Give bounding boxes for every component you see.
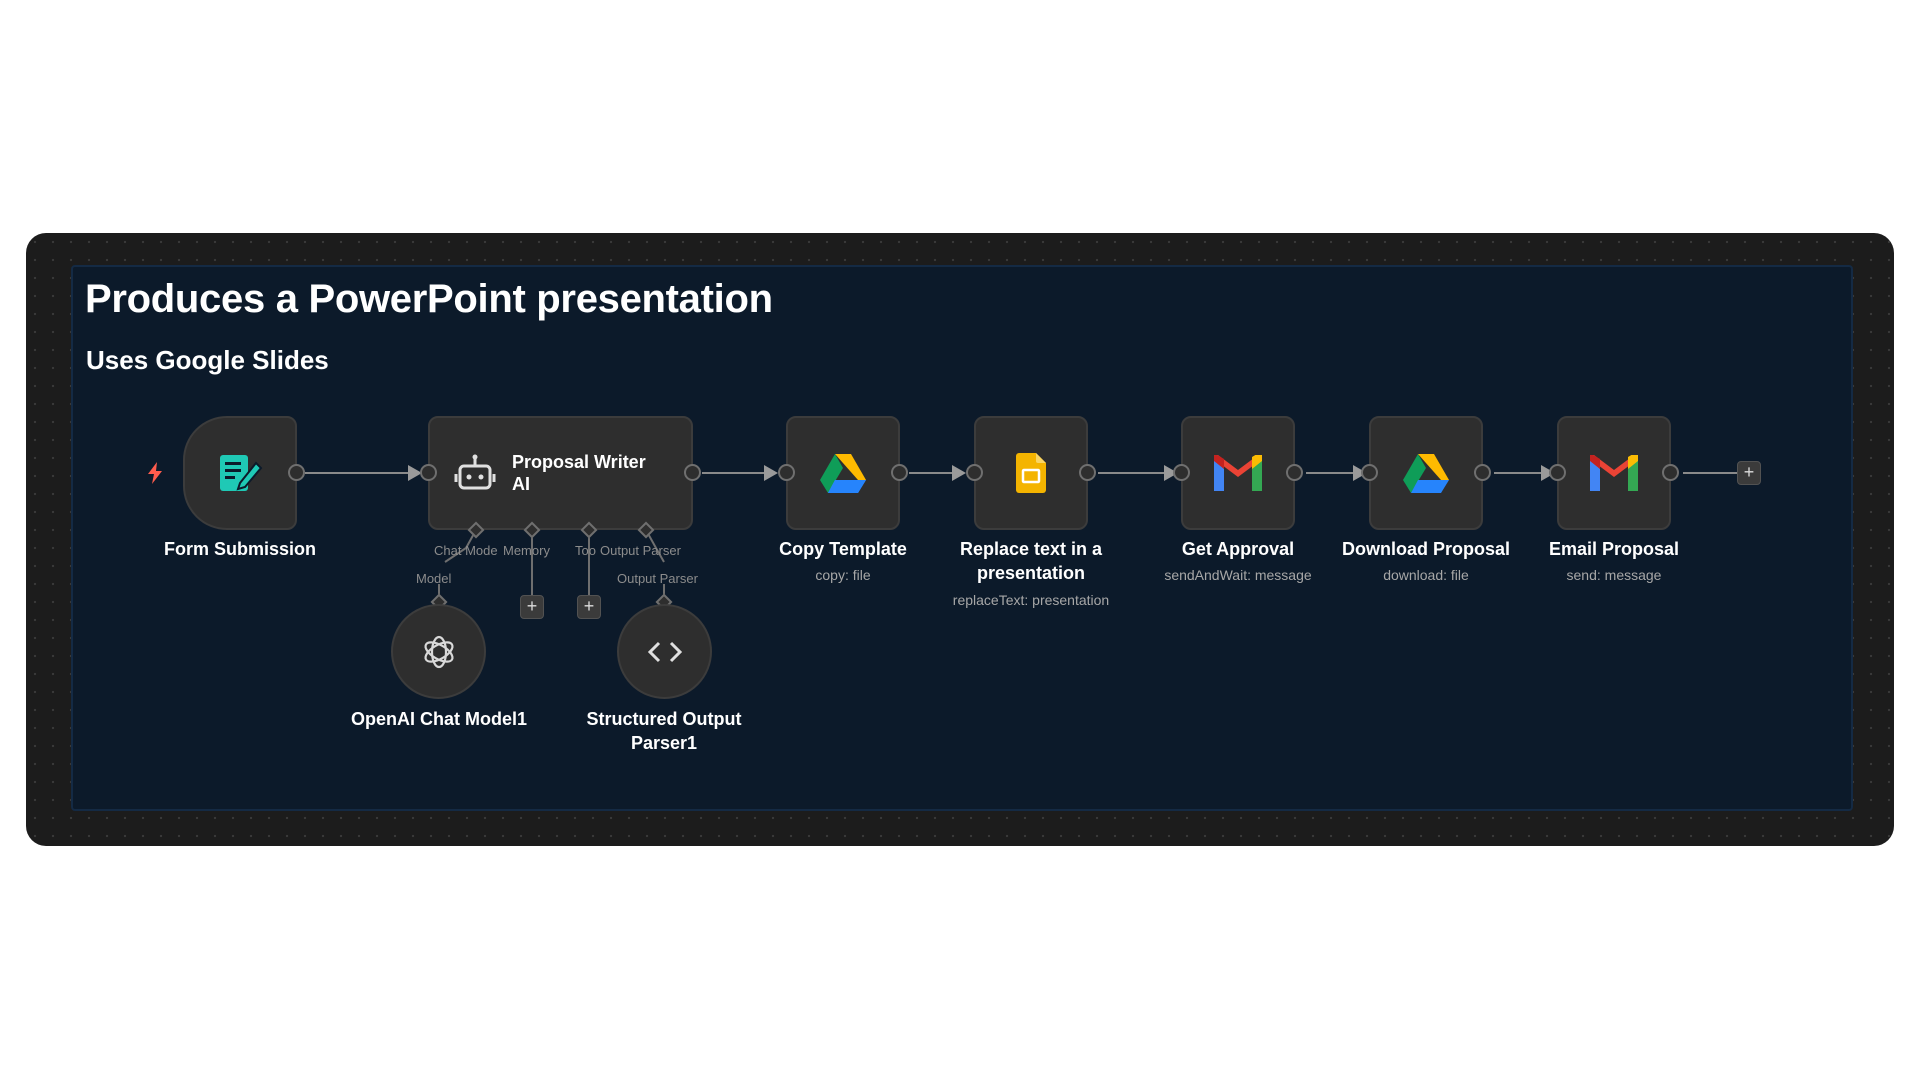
input-handle[interactable]	[1549, 464, 1566, 481]
email-proposal-sublabel: send: message	[1566, 567, 1662, 583]
add-node-button[interactable]: +	[1737, 461, 1761, 485]
replace-text-sublabel: replaceText: presentation	[952, 592, 1110, 608]
openai-chat-model-label: OpenAI Chat Model1	[350, 709, 527, 729]
get-approval-label: Get Approval	[1181, 539, 1295, 559]
tool-port-label: Too	[575, 543, 596, 558]
get-approval-node[interactable]	[1181, 416, 1295, 530]
output-handle[interactable]	[891, 464, 908, 481]
workflow-canvas[interactable]	[26, 233, 1894, 846]
openai-chat-model-node[interactable]	[391, 604, 486, 699]
openai-icon	[423, 635, 454, 668]
memory-port-label: Memory	[503, 543, 550, 558]
copy-template-label: Copy Template	[779, 539, 907, 559]
sticky-subtitle: Uses Google Slides	[86, 345, 329, 375]
structured-output-parser-label: Structured Output Parser1	[586, 709, 742, 753]
output-parser-connection-label: Output Parser	[617, 571, 698, 586]
download-proposal-sublabel: download: file	[1383, 567, 1469, 583]
output-handle[interactable]	[288, 464, 305, 481]
output-handle[interactable]	[1286, 464, 1303, 481]
code-brackets-icon	[647, 641, 682, 662]
copy-template-node[interactable]	[786, 416, 900, 530]
proposal-writer-ai-node[interactable]: Proposal Writer AI	[428, 416, 693, 530]
robot-icon	[454, 454, 496, 490]
download-proposal-node[interactable]	[1369, 416, 1483, 530]
input-handle[interactable]	[778, 464, 795, 481]
gmail-icon	[1214, 455, 1262, 491]
output-handle[interactable]	[1662, 464, 1679, 481]
google-drive-icon	[820, 454, 866, 493]
structured-output-parser-node[interactable]	[617, 604, 712, 699]
replace-text-node[interactable]	[974, 416, 1088, 530]
output-parser-port-label: Output Parser	[600, 543, 681, 558]
replace-text-label: Replace text in a presentation	[959, 539, 1103, 583]
input-handle[interactable]	[966, 464, 983, 481]
output-handle[interactable]	[1474, 464, 1491, 481]
get-approval-sublabel: sendAndWait: message	[1164, 567, 1312, 583]
copy-template-sublabel: copy: file	[815, 567, 871, 583]
download-proposal-label: Download Proposal	[1341, 539, 1510, 559]
model-connection-label: Model	[416, 571, 452, 586]
google-drive-icon	[1403, 454, 1449, 493]
output-handle[interactable]	[684, 464, 701, 481]
trigger-bolt-icon	[148, 462, 162, 484]
sticky-title: Produces a PowerPoint presentation	[85, 277, 773, 321]
form-submission-label: Form Submission	[163, 539, 316, 559]
email-proposal-node[interactable]	[1557, 416, 1671, 530]
email-proposal-label: Email Proposal	[1548, 539, 1680, 559]
google-slides-icon	[1016, 453, 1046, 493]
form-submission-node[interactable]	[183, 416, 297, 530]
gmail-icon	[1590, 455, 1638, 491]
add-tool-button[interactable]: +	[577, 595, 601, 619]
input-handle[interactable]	[420, 464, 437, 481]
form-icon	[220, 455, 263, 491]
input-handle[interactable]	[1361, 464, 1378, 481]
proposal-writer-title: Proposal Writer AI	[512, 452, 646, 494]
add-memory-button[interactable]: +	[520, 595, 544, 619]
sticky-note[interactable]	[71, 265, 1853, 811]
input-handle[interactable]	[1173, 464, 1190, 481]
output-handle[interactable]	[1079, 464, 1096, 481]
chat-model-port-label: Chat Mode	[434, 543, 498, 558]
